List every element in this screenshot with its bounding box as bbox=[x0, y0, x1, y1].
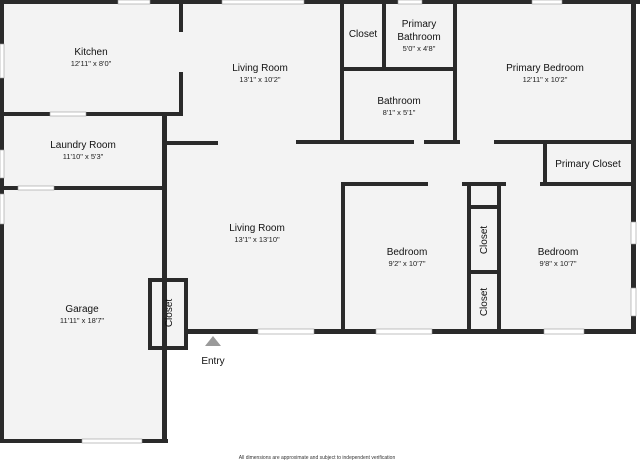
closet-mid2-name: Closet bbox=[479, 288, 490, 317]
bathroom-dim: 8'1" x 5'1" bbox=[383, 108, 416, 117]
closet-top-name: Closet bbox=[349, 29, 378, 40]
primary-closet-name: Primary Closet bbox=[555, 159, 621, 170]
closet-garage-name: Closet bbox=[164, 299, 175, 328]
primary-bath-name2: Bathroom bbox=[397, 32, 440, 43]
living-upper-name: Living Room bbox=[232, 63, 288, 74]
bedroom1-dim: 9'2" x 10'7" bbox=[389, 259, 426, 268]
entry-arrow-icon bbox=[205, 336, 221, 346]
primary-bath-name: Primary bbox=[402, 19, 436, 30]
living-upper-dim: 13'1" x 10'2" bbox=[239, 75, 280, 84]
living-lower-name: Living Room bbox=[229, 223, 285, 234]
bathroom-name: Bathroom bbox=[377, 96, 420, 107]
primary-bed-dim: 12'11" x 10'2" bbox=[523, 75, 568, 84]
primary-bed-name: Primary Bedroom bbox=[506, 63, 584, 74]
kitchen-dim: 12'11" x 8'0" bbox=[71, 59, 112, 68]
kitchen-name: Kitchen bbox=[74, 47, 107, 58]
bedroom2-dim: 9'8" x 10'7" bbox=[540, 259, 577, 268]
garage-name: Garage bbox=[65, 304, 99, 315]
laundry-name: Laundry Room bbox=[50, 140, 116, 151]
room-labels: Kitchen 12'11" x 8'0" Living Room 13'1" … bbox=[50, 19, 621, 327]
living-lower-dim: 13'1" x 13'10" bbox=[234, 235, 280, 244]
bedroom2-name: Bedroom bbox=[538, 247, 579, 258]
primary-bath-dim: 5'0" x 4'8" bbox=[403, 44, 436, 53]
disclaimer: All dimensions are approximate and subje… bbox=[239, 455, 396, 461]
garage-dim: 11'11" x 18'7" bbox=[60, 316, 105, 325]
laundry-dim: 11'10" x 5'3" bbox=[63, 152, 104, 161]
floors bbox=[2, 2, 632, 440]
entry-label: Entry bbox=[201, 356, 224, 367]
windows bbox=[0, 0, 637, 444]
closet-mid1-name: Closet bbox=[479, 226, 490, 255]
bedroom1-name: Bedroom bbox=[387, 247, 428, 258]
